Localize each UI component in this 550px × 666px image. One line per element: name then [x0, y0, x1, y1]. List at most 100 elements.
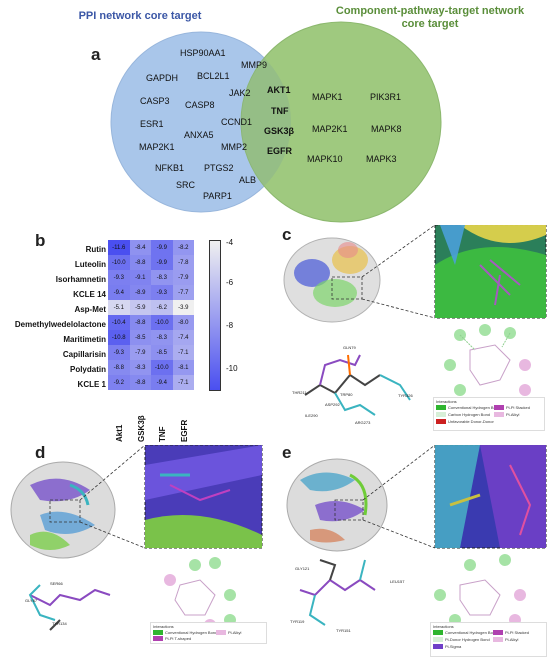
heatmap-row-label: Rutin	[85, 245, 106, 254]
heatmap-grid: -11.6-8.4-9.9-8.2-10.0-8.8-9.9-7.8-9.3-9…	[108, 240, 200, 410]
residue-label-c: TRP80	[340, 392, 353, 397]
legend-item-c: Conventional Hydrogen Bond	[436, 405, 500, 411]
heatmap-row-label: KCLE 1	[77, 380, 106, 389]
gene-src: SRC	[176, 180, 196, 190]
heatmap-row-label: Luteolin	[74, 260, 106, 269]
heatmap-cell: -8.4	[129, 240, 151, 255]
gene-mapk1: MAPK1	[312, 92, 343, 102]
panel-e-graphics	[286, 445, 547, 626]
gene-ptgs2: PTGS2	[204, 163, 234, 173]
heatmap-cell: -7.7	[172, 285, 194, 300]
heatmap-cell: -5.9	[129, 300, 151, 315]
legend-item-d: Pi-Pi T-shaped	[153, 636, 191, 642]
heatmap-cell: -8.0	[172, 315, 194, 330]
colorbar-tick: -4	[226, 238, 234, 247]
heatmap-cell: -9.9	[151, 255, 173, 270]
residue-label-c: TYR326	[398, 393, 413, 398]
residue-label-c: ILE290	[305, 413, 318, 418]
residue-label-c: ASP292	[325, 402, 340, 407]
gene-parp1: PARP1	[203, 191, 232, 201]
legend-title-c: Interactions	[436, 399, 457, 404]
residue-label-c: THR211	[292, 390, 307, 395]
heatmap-cell: -8.5	[151, 345, 173, 360]
heatmap-cell: -8.2	[172, 240, 194, 255]
heatmap-cell: -9.3	[151, 285, 173, 300]
heatmap-cell: -7.4	[172, 330, 194, 345]
heatmap-cell: -8.5	[129, 330, 151, 345]
gene-map2k1: MAP2K1	[139, 142, 175, 152]
gene-mapk3: MAPK3	[366, 154, 397, 164]
gene-bcl2l1: BCL2L1	[197, 71, 230, 81]
heatmap-cell: -9.4	[108, 285, 130, 300]
gene-alb: ALB	[239, 175, 257, 185]
panel-c-graphics	[283, 225, 547, 416]
heatmap-cell: -8.8	[129, 255, 151, 270]
ligand-3d-d	[28, 584, 111, 631]
heatmap-col-label: TNF	[158, 426, 167, 442]
heatmap-cell: -8.8	[129, 315, 151, 330]
heatmap-colorbar	[209, 240, 221, 391]
legend-title-e: Interactions	[433, 624, 454, 629]
gene-gapdh: GAPDH	[146, 73, 179, 83]
gene-anxa5: ANXA5	[184, 130, 214, 140]
heatmap-row-label: Isorhamnetin	[55, 275, 106, 284]
heatmap-cell: -8.3	[151, 270, 173, 285]
heatmap-cell: -9.3	[108, 345, 130, 360]
venn-left-title: PPI network core target	[78, 10, 202, 22]
legend-item-d: Pi-Alkyl	[216, 630, 241, 636]
heatmap-cell: -8.1	[172, 360, 194, 375]
residue-label-d: TYR134	[52, 621, 67, 626]
legend-item-e: Pi-Alkyl	[493, 637, 518, 643]
heatmap-col-label: EGFR	[179, 419, 189, 442]
panel-d-graphics	[10, 445, 263, 631]
legend-item-e: Conventional Hydrogen Bond	[433, 630, 497, 636]
legend-e: Interactions Conventional Hydrogen Bond …	[430, 622, 547, 657]
legend-item-e: Pi-Donor Hydrogen Bond	[433, 637, 490, 643]
residue-label-e: LEU157	[390, 579, 405, 584]
legend-item-c: Pi-Alkyl	[494, 412, 519, 418]
legend-item-e: Pi-Sigma	[433, 644, 461, 650]
heatmap-col-label: GSK3β	[136, 415, 146, 442]
protein-surface-d	[10, 461, 116, 559]
panel-letter-a: a	[91, 45, 101, 64]
residue-label-c: GLN79	[343, 345, 356, 350]
legend-item-c: Carbon Hydrogen Bond	[436, 412, 490, 418]
gene-akt1: AKT1	[267, 85, 291, 95]
heatmap-cell: -3.9	[172, 300, 194, 315]
heatmap-row-label: Capillarisin	[62, 350, 106, 359]
heatmap-cell: -7.1	[172, 375, 194, 390]
panel-letter-e: e	[282, 443, 292, 462]
panel-letter-c: c	[282, 225, 292, 244]
heatmap-cell: -9.3	[108, 270, 130, 285]
gene-hsp90aa1: HSP90AA1	[180, 48, 226, 58]
gene-mmp2: MMP2	[221, 142, 248, 152]
gene-nfkb1: NFKB1	[155, 163, 185, 173]
heatmap-cell: -10.4	[108, 315, 130, 330]
heatmap-cell: -10.8	[108, 330, 130, 345]
heatmap-cell: -8.3	[129, 360, 151, 375]
gene-tnf: TNF	[271, 106, 289, 116]
colorbar-tick: -8	[226, 321, 234, 330]
residue-label-e: TYR151	[336, 628, 351, 633]
gene-map2k1-right: MAP2K1	[312, 124, 348, 134]
legend-item-c: Unfavorable Donor-Donor	[436, 419, 494, 425]
heatmap-cell: -9.4	[151, 375, 173, 390]
heatmap-cell: -9.1	[129, 270, 151, 285]
heatmap-cell: -5.1	[108, 300, 130, 315]
residue-label-d: SER66	[50, 581, 63, 586]
gene-mapk10: MAPK10	[307, 154, 343, 164]
heatmap-cell: -10.0	[108, 255, 130, 270]
heatmap-row-label: KCLE 14	[73, 290, 106, 299]
heatmap-cell: -8.9	[129, 285, 151, 300]
heatmap-col-labels: Akt1 GSK3β TNF EGFR	[108, 412, 200, 442]
heatmap-cell: -11.6	[108, 240, 130, 255]
heatmap-row-label: Polydatin	[69, 365, 106, 374]
gene-casp8: CASP8	[185, 100, 215, 110]
residue-label-d: GLY67	[25, 598, 38, 603]
residue-label-e: TYR119	[290, 619, 305, 624]
legend-c: Interactions Conventional Hydrogen Bond …	[433, 397, 545, 431]
heatmap-col-label: Akt1	[115, 424, 124, 442]
legend-title-d: Interactions	[153, 624, 174, 629]
